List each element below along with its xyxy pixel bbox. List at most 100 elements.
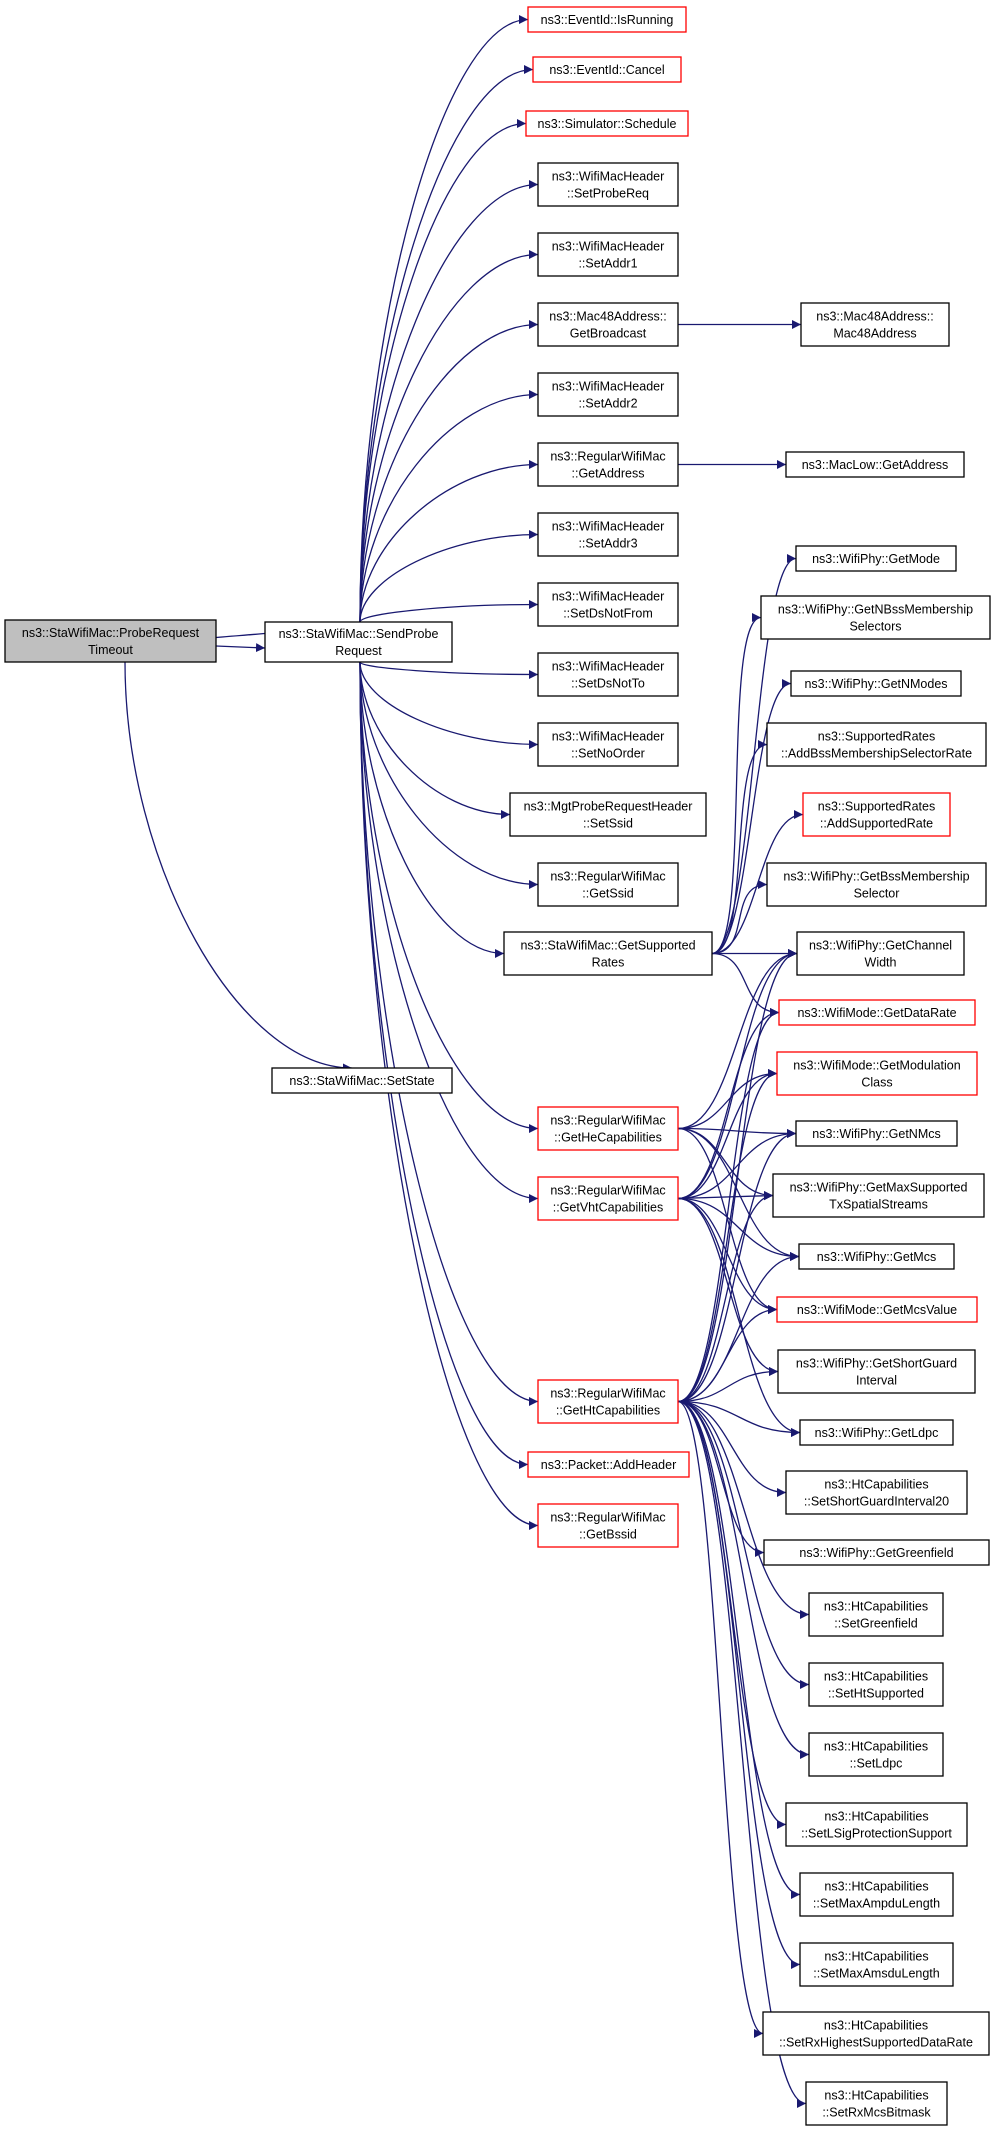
node-box[interactable] xyxy=(537,442,679,487)
node-setmaxampdu[interactable]: ns3::HtCapabilities::SetMaxAmpduLength xyxy=(799,1872,954,1917)
node-getmcs[interactable]: ns3::WifiPhy::GetMcs xyxy=(798,1243,955,1270)
node-box[interactable] xyxy=(778,999,976,1026)
node-getnmcs[interactable]: ns3::WifiPhy::GetNMcs xyxy=(795,1120,958,1147)
node-box[interactable] xyxy=(537,582,679,627)
node-setstate[interactable]: ns3::StaWifiMac::SetState xyxy=(271,1067,453,1094)
node-sethtsupported[interactable]: ns3::HtCapabilities::SetHtSupported xyxy=(808,1662,944,1707)
node-addbss[interactable]: ns3::SupportedRates::AddBssMembershipSel… xyxy=(766,722,987,767)
node-box[interactable] xyxy=(537,1176,679,1221)
node-box[interactable] xyxy=(537,302,679,347)
node-box[interactable] xyxy=(537,652,679,697)
node-box[interactable] xyxy=(527,6,687,33)
node-setaddr2[interactable]: ns3::WifiMacHeader::SetAddr2 xyxy=(537,372,679,417)
node-setnoorder[interactable]: ns3::WifiMacHeader::SetNoOrder xyxy=(537,722,679,767)
node-box[interactable] xyxy=(795,1120,958,1147)
node-box[interactable] xyxy=(537,1503,679,1548)
node-getdatarate[interactable]: ns3::WifiMode::GetDataRate xyxy=(778,999,976,1026)
node-box[interactable] xyxy=(525,110,689,137)
node-setssid[interactable]: ns3::MgtProbeRequestHeader::SetSsid xyxy=(509,792,707,837)
node-cancel[interactable]: ns3::EventId::Cancel xyxy=(532,56,682,83)
node-box[interactable] xyxy=(798,1243,955,1270)
node-setrxhighest[interactable]: ns3::HtCapabilities::SetRxHighestSupport… xyxy=(762,2011,990,2056)
node-box[interactable] xyxy=(537,862,679,907)
node-setdsnotfrom[interactable]: ns3::WifiMacHeader::SetDsNotFrom xyxy=(537,582,679,627)
node-box[interactable] xyxy=(799,1419,954,1446)
node-getmaxss[interactable]: ns3::WifiPhy::GetMaxSupportedTxSpatialSt… xyxy=(772,1173,985,1218)
node-box[interactable] xyxy=(537,1106,679,1151)
node-box[interactable] xyxy=(509,792,707,837)
node-box[interactable] xyxy=(795,545,957,572)
node-box[interactable] xyxy=(785,1802,968,1847)
node-setgreenfield[interactable]: ns3::HtCapabilities::SetGreenfield xyxy=(808,1592,944,1637)
node-setlsig[interactable]: ns3::HtCapabilities::SetLSigProtectionSu… xyxy=(785,1802,968,1847)
node-box[interactable] xyxy=(805,2081,948,2126)
node-box[interactable] xyxy=(271,1067,453,1094)
node-setaddr1[interactable]: ns3::WifiMacHeader::SetAddr1 xyxy=(537,232,679,277)
node-getbssid[interactable]: ns3::RegularWifiMac::GetBssid xyxy=(537,1503,679,1548)
node-schedule[interactable]: ns3::Simulator::Schedule xyxy=(525,110,689,137)
node-gethe[interactable]: ns3::RegularWifiMac::GetHeCapabilities xyxy=(537,1106,679,1151)
node-box[interactable] xyxy=(796,931,965,976)
node-getaddress[interactable]: ns3::RegularWifiMac::GetAddress xyxy=(537,442,679,487)
node-box[interactable] xyxy=(772,1173,985,1218)
node-isrunning[interactable]: ns3::EventId::IsRunning xyxy=(527,6,687,33)
node-box[interactable] xyxy=(776,1051,978,1096)
node-getssid[interactable]: ns3::RegularWifiMac::GetSsid xyxy=(537,862,679,907)
node-getmcsvalue[interactable]: ns3::WifiMode::GetMcsValue xyxy=(776,1296,978,1323)
node-box[interactable] xyxy=(785,451,965,478)
node-box[interactable] xyxy=(808,1732,944,1777)
node-box[interactable] xyxy=(762,2011,990,2056)
node-box[interactable] xyxy=(808,1592,944,1637)
node-getnmodes[interactable]: ns3::WifiPhy::GetNModes xyxy=(790,670,962,697)
node-box[interactable] xyxy=(537,372,679,417)
node-box[interactable] xyxy=(760,595,991,640)
node-box[interactable] xyxy=(4,619,217,663)
node-box[interactable] xyxy=(537,1379,679,1424)
node-setsgi20[interactable]: ns3::HtCapabilities::SetShortGuardInterv… xyxy=(785,1470,968,1515)
node-box[interactable] xyxy=(799,1942,954,1987)
node-box[interactable] xyxy=(799,1872,954,1917)
node-box[interactable] xyxy=(537,232,679,277)
node-box[interactable] xyxy=(537,512,679,557)
node-box[interactable] xyxy=(537,162,679,207)
node-box[interactable] xyxy=(264,621,453,663)
node-getbroadcast[interactable]: ns3::Mac48Address::GetBroadcast xyxy=(537,302,679,347)
node-box[interactable] xyxy=(790,670,962,697)
node-setmaxamsdu[interactable]: ns3::HtCapabilities::SetMaxAmsduLength xyxy=(799,1942,954,1987)
node-getvht[interactable]: ns3::RegularWifiMac::GetVhtCapabilities xyxy=(537,1176,679,1221)
node-setdsnotto[interactable]: ns3::WifiMacHeader::SetDsNotTo xyxy=(537,652,679,697)
node-addheader[interactable]: ns3::Packet::AddHeader xyxy=(527,1451,690,1478)
node-setrxmcs[interactable]: ns3::HtCapabilities::SetRxMcsBitmask xyxy=(805,2081,948,2126)
node-addsupported[interactable]: ns3::SupportedRates::AddSupportedRate xyxy=(802,792,951,837)
node-setaddr3[interactable]: ns3::WifiMacHeader::SetAddr3 xyxy=(537,512,679,557)
node-maclowgetaddr[interactable]: ns3::MacLow::GetAddress xyxy=(785,451,965,478)
node-box[interactable] xyxy=(766,722,987,767)
node-box[interactable] xyxy=(800,302,950,347)
node-box[interactable] xyxy=(763,1539,990,1566)
node-box[interactable] xyxy=(527,1451,690,1478)
node-getmode[interactable]: ns3::WifiPhy::GetMode xyxy=(795,545,957,572)
node-mac48ctor[interactable]: ns3::Mac48Address::Mac48Address xyxy=(800,302,950,347)
node-box[interactable] xyxy=(766,862,987,907)
node-getldpc[interactable]: ns3::WifiPhy::GetLdpc xyxy=(799,1419,954,1446)
node-box[interactable] xyxy=(503,931,713,976)
node-getgreenfield[interactable]: ns3::WifiPhy::GetGreenfield xyxy=(763,1539,990,1566)
node-box[interactable] xyxy=(776,1296,978,1323)
node-getht[interactable]: ns3::RegularWifiMac::GetHtCapabilities xyxy=(537,1379,679,1424)
node-box[interactable] xyxy=(537,722,679,767)
node-box[interactable] xyxy=(777,1349,976,1394)
node-setprobereq[interactable]: ns3::WifiMacHeader::SetProbeReq xyxy=(537,162,679,207)
node-box[interactable] xyxy=(808,1662,944,1707)
node-box[interactable] xyxy=(785,1470,968,1515)
node-setldpc[interactable]: ns3::HtCapabilities::SetLdpc xyxy=(808,1732,944,1777)
node-box[interactable] xyxy=(802,792,951,837)
node-box[interactable] xyxy=(532,56,682,83)
